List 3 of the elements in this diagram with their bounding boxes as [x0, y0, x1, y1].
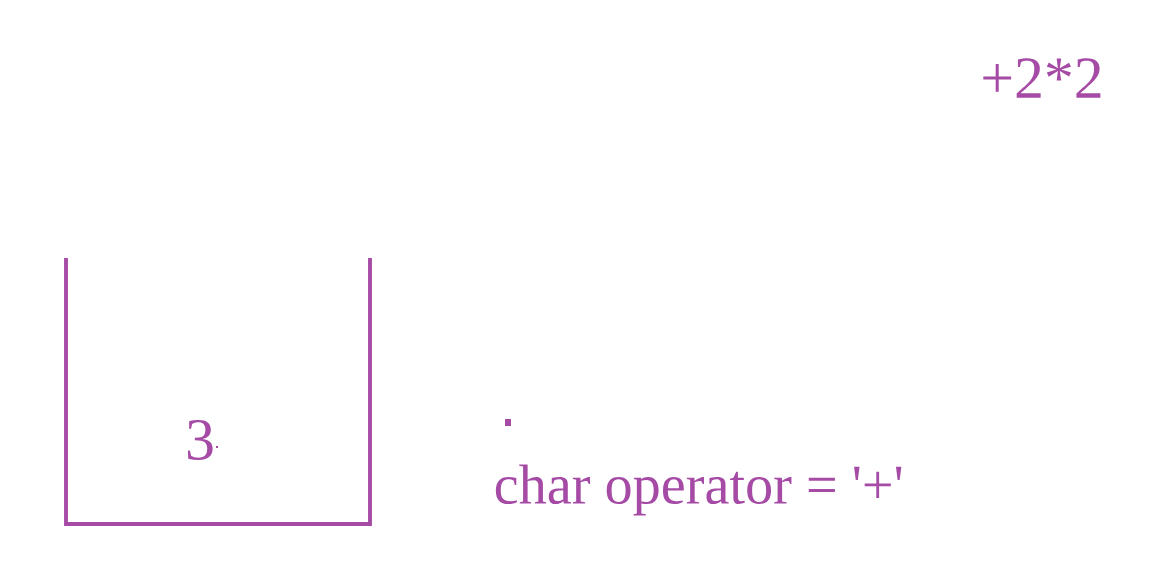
code-text: +2*2: [983, 58, 1101, 98]
stack-container: 3: [64, 258, 372, 526]
code-text: char operator = '+': [495, 464, 902, 516]
